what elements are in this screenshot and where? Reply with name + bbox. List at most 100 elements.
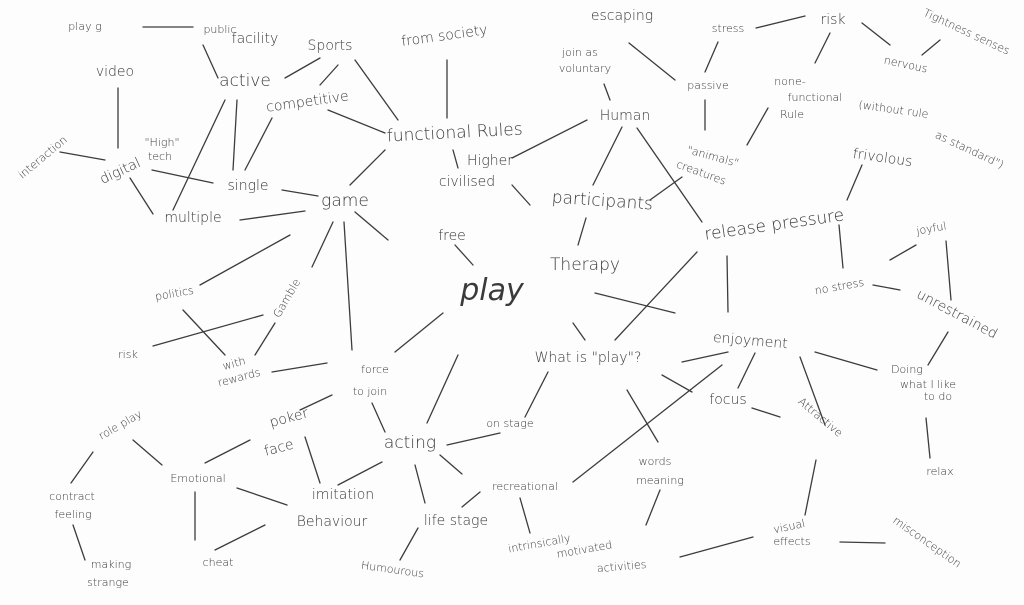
- connector-line: [614, 251, 698, 341]
- node-with: with: [221, 354, 247, 373]
- connector-line: [129, 177, 154, 215]
- node-play: play: [459, 273, 525, 308]
- connector-lines: [59, 15, 952, 561]
- node-risk-top: risk: [820, 12, 845, 28]
- connector-line: [839, 541, 886, 544]
- connector-line: [872, 284, 901, 291]
- connector-line: [927, 331, 949, 366]
- node-rule: Rule: [780, 108, 804, 121]
- connector-line: [439, 454, 463, 475]
- node-making: making: [91, 558, 131, 571]
- node-interaction: interaction: [16, 133, 70, 181]
- node-participants: participants: [551, 188, 653, 215]
- connector-line: [511, 119, 588, 159]
- connector-line: [838, 224, 844, 269]
- connector-line: [202, 44, 219, 79]
- node-misconception: misconception: [890, 514, 963, 571]
- connector-line: [70, 451, 94, 484]
- connector-line: [751, 407, 781, 418]
- node-doing: Doing: [891, 363, 923, 376]
- connector-line: [72, 524, 86, 561]
- node-civilised: civilised: [439, 174, 495, 190]
- node-activities: activities: [596, 558, 647, 575]
- connector-line: [394, 312, 444, 353]
- node-joyful: joyful: [914, 220, 947, 238]
- node-functional-rules: functional Rules: [386, 119, 523, 146]
- node-tech: tech: [148, 150, 172, 163]
- node-role-play: role play: [96, 407, 144, 442]
- node-contract: contract: [49, 490, 95, 503]
- connector-line: [461, 491, 481, 508]
- node-none: none-: [774, 75, 805, 88]
- node-free: free: [438, 228, 466, 244]
- connector-line: [426, 354, 459, 424]
- connector-line: [182, 309, 226, 356]
- connector-line: [152, 314, 264, 347]
- node-tightness-senses: Tightness senses: [921, 6, 1011, 57]
- connector-line: [239, 210, 306, 221]
- node-relax: relax: [926, 465, 953, 478]
- connector-line: [319, 64, 339, 86]
- connector-line: [254, 322, 276, 356]
- node-release-pressure: release pressure: [703, 205, 845, 244]
- connector-line: [327, 109, 386, 134]
- connector-line: [236, 487, 288, 506]
- node-higher: Higher: [467, 153, 513, 169]
- connector-line: [399, 527, 419, 561]
- connector-line: [452, 149, 459, 169]
- connector-line: [354, 211, 389, 241]
- node-game: game: [321, 191, 369, 211]
- node-behaviour: Behaviour: [297, 514, 368, 530]
- connector-line: [454, 244, 474, 266]
- node-therapy: Therapy: [550, 255, 620, 275]
- connector-line: [925, 417, 931, 459]
- node-video: video: [96, 64, 134, 80]
- connector-line: [799, 356, 826, 426]
- connector-line: [755, 15, 806, 29]
- connector-line: [636, 127, 703, 223]
- connector-line: [511, 184, 531, 206]
- connector-line: [172, 99, 226, 211]
- node-facility: facility: [232, 31, 279, 47]
- connector-line: [704, 41, 719, 73]
- node-competitive: competitive: [265, 88, 349, 115]
- connector-line: [861, 22, 891, 46]
- node-active: active: [219, 71, 271, 91]
- connector-line: [132, 439, 163, 466]
- node-risk: risk: [118, 348, 138, 361]
- node-high: "High": [144, 136, 179, 149]
- node-sports: Sports: [308, 38, 353, 54]
- connector-line: [726, 255, 729, 313]
- connector-line: [679, 536, 754, 558]
- connector-line: [354, 59, 399, 121]
- connector-line: [337, 461, 383, 486]
- node-human: Human: [600, 108, 651, 124]
- node-strange: strange: [87, 576, 129, 589]
- connector-line: [281, 189, 319, 197]
- node-feeling: feeling: [54, 508, 91, 521]
- node-to-do: to do: [924, 390, 952, 403]
- node-acting: acting: [384, 433, 436, 453]
- connector-line: [814, 32, 831, 64]
- node-effects: effects: [773, 535, 810, 548]
- connector-line: [645, 489, 661, 526]
- node-escaping: escaping: [591, 8, 653, 24]
- node-face: face: [262, 437, 295, 460]
- connector-line: [299, 394, 333, 411]
- node-visual: visual: [772, 517, 806, 536]
- connector-line: [945, 240, 952, 301]
- node-multiple: multiple: [164, 210, 221, 226]
- node-gamble: Gamble: [271, 276, 304, 320]
- connector-line: [846, 164, 863, 201]
- node-humourous: Humourous: [360, 559, 425, 581]
- connector-line: [661, 374, 693, 393]
- node-functional: functional: [788, 91, 843, 104]
- node-to-join: to join: [353, 385, 387, 398]
- node-without-rule: (without rule: [858, 98, 930, 121]
- connector-line: [649, 176, 683, 201]
- connector-line: [151, 169, 214, 184]
- node-from-society: from society: [400, 22, 488, 50]
- node-emotional: Emotional: [170, 472, 225, 485]
- connector-line: [519, 497, 531, 534]
